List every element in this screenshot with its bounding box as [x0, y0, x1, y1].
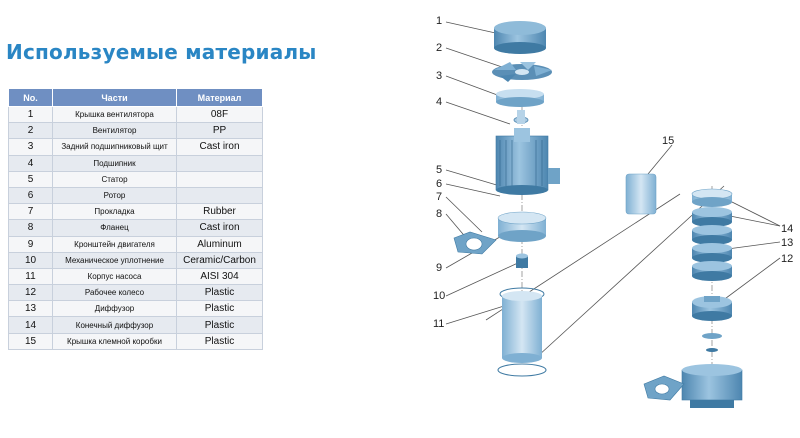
row-part-name: Корпус насоса: [52, 267, 177, 286]
callout-6: 6: [436, 178, 442, 190]
flange-part: [453, 231, 497, 255]
bearing-shield-part: [496, 89, 544, 107]
row-material: Plastic: [176, 284, 263, 302]
row-part-name: Конечный диффузор: [52, 316, 177, 334]
callout-14: 14: [781, 223, 793, 235]
row-part-name: Задний подшипниковый щит: [52, 138, 177, 156]
callout-2: 2: [436, 42, 442, 54]
row-part-name: Подшипник: [52, 154, 177, 172]
callout-10: 10: [433, 290, 445, 302]
row-material: Plastic: [176, 332, 263, 350]
row-part-name: Кронштейн двигателя: [52, 235, 177, 253]
diffuser-impeller-stack: [691, 188, 733, 352]
row-part-name: Рабочее колесо: [52, 284, 177, 302]
row-material: [176, 186, 263, 205]
callout-13: 13: [781, 237, 793, 249]
bearing-part: [513, 110, 529, 124]
callout-4: 4: [436, 96, 442, 108]
row-number: 8: [8, 219, 53, 237]
row-part-name: Крышка клемной коробки: [52, 332, 177, 350]
callout-7: 7: [436, 191, 442, 203]
callout-12: 12: [781, 253, 793, 265]
terminal-box-cover-part: [625, 173, 657, 215]
row-part-name: Механическое уплотнение: [52, 251, 177, 269]
callout-15: 15: [662, 135, 674, 147]
row-number: 4: [8, 154, 53, 172]
row-material: [176, 154, 263, 172]
header-part: Части: [52, 88, 177, 107]
callout-1: 1: [436, 15, 442, 27]
row-part-name: Прокладка: [52, 203, 177, 221]
pump-base-part: [643, 364, 743, 408]
row-part-name: Вентилятор: [52, 122, 177, 140]
row-number: 5: [8, 170, 53, 188]
fan-cover-part: [494, 21, 546, 54]
axis-lines: [521, 106, 713, 380]
callout-3: 3: [436, 70, 442, 82]
pump-casing-part: [497, 287, 547, 377]
mechanical-seal-part: [516, 253, 528, 268]
callout-8: 8: [436, 208, 442, 220]
fan-part: [492, 62, 552, 82]
callout-5: 5: [436, 164, 442, 176]
row-number: 2: [8, 122, 53, 140]
callout-11: 11: [433, 318, 444, 330]
row-material: AISI 304: [176, 267, 263, 286]
row-number: 14: [8, 316, 53, 334]
page-title: Используемые материалы: [6, 40, 317, 64]
header-material: Материал: [176, 88, 263, 107]
callout-9: 9: [436, 262, 442, 274]
row-part-name: Крышка вентилятора: [52, 105, 177, 124]
row-part-name: Диффузор: [52, 300, 177, 318]
row-part-name: Статор: [52, 170, 177, 188]
row-number: 15: [8, 332, 53, 350]
row-part-name: Ротор: [52, 186, 177, 205]
motor-bracket-part: [497, 211, 547, 242]
callout-labels: 1 2 3 4 5 6 7 8 9 10 11 15 14 13 12: [433, 15, 793, 330]
stator-part: [495, 128, 560, 195]
row-material: [176, 170, 263, 188]
row-number: 9: [8, 235, 53, 253]
row-material: PP: [176, 122, 263, 140]
table-header-row: No. Части Материал: [8, 88, 263, 107]
